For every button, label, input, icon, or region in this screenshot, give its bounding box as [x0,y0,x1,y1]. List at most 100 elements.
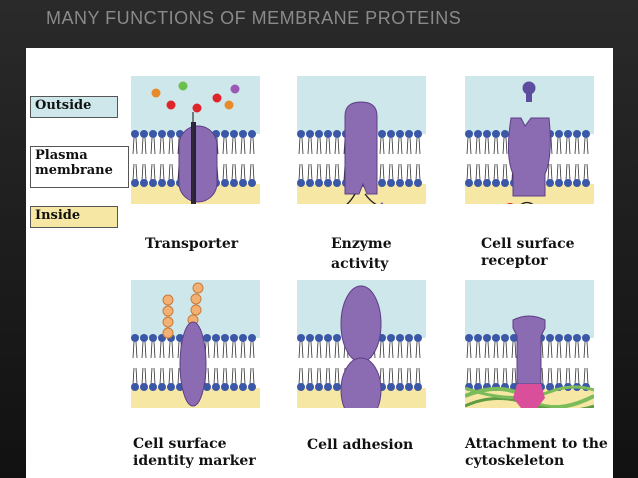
plasma-membrane-key-line1: Plasma [35,148,88,163]
lipid-tail [207,341,210,359]
lipid-tail [418,163,421,181]
lipid-tail [496,163,499,181]
lipid-head [221,383,229,391]
lipid-tail [559,367,562,385]
lipid-tail [153,341,156,359]
lipid-tail [382,163,385,181]
lipid-head [167,383,175,391]
glycoprotein [179,321,207,407]
enzyme-protein [344,101,378,195]
plasma-membrane-key-line2: membrane [35,163,113,178]
lipid-head [474,334,482,342]
lipid-tail [418,367,421,385]
receptor-caption-line1: Cell surface [481,236,575,252]
lipid-tail [409,163,412,181]
lipid-head [315,334,323,342]
lipid-tail [391,341,394,359]
lipid-head [149,179,157,187]
solute-molecule [192,103,202,113]
lipid-tail [144,137,147,155]
lipid-head [555,334,563,342]
lipid-tail [337,163,340,181]
lipid-tail [168,367,171,385]
lipid-head [324,334,332,342]
enzyme-cell [297,76,426,204]
lipid-tail [559,137,562,155]
lipid-tail [150,137,153,155]
lipid-tail [391,163,394,181]
lipid-head [582,130,590,138]
lipid-head [306,130,314,138]
lipid-tail [568,367,571,385]
receptor-cell [465,76,594,204]
lipid-tail [466,137,469,155]
lipid-head [324,383,332,391]
lipid-head [306,179,314,187]
lipid-tail [316,367,319,385]
lipid-tail [144,341,147,359]
lipid-head [465,130,473,138]
lipid-tail [234,163,237,181]
lipid-head [230,130,238,138]
lipid-head [474,179,482,187]
lipid-tail [556,163,559,181]
lipid-tail [153,137,156,155]
lipid-tail [568,137,571,155]
lipid-head [555,179,563,187]
enzyme-caption-line2: activity [331,256,389,272]
lipid-tail [231,163,234,181]
lipid-tail [162,137,165,155]
lipid-head [396,383,404,391]
lipid-tail [559,341,562,359]
lipid-head [158,179,166,187]
lipid-tail [234,137,237,155]
cytoskeleton-caption-line2: cytoskeleton [465,453,565,469]
lipid-head [378,179,386,187]
attachment-protein [513,384,545,408]
lipid-tail [505,137,508,155]
lipid-tail [168,163,171,181]
lipid-tail [574,341,577,359]
lipid-tail [234,341,237,359]
lipid-tail [243,367,246,385]
lipid-tail [379,341,382,359]
lipid-head [405,130,413,138]
cytoskeleton-caption-line1: Attachment to the [465,436,608,452]
anchor-protein [512,315,546,385]
lipid-tail [547,341,550,359]
lipid-tail [496,367,499,385]
lipid-tail [222,341,225,359]
lipid-tail [382,341,385,359]
lipid-tail [240,137,243,155]
lipid-head [465,179,473,187]
lipid-tail [409,137,412,155]
lipid-tail [319,137,322,155]
lipid-tail [406,341,409,359]
signal-molecule [526,93,532,102]
lipid-tail [171,137,174,155]
lipid-tail [505,163,508,181]
lipid-tail [541,341,544,359]
cytoskeleton-diagram [465,280,594,408]
lipid-head [483,179,491,187]
lipid-tail [144,163,147,181]
lipid-head [131,179,139,187]
lipid-tail [171,367,174,385]
lipid-tail [583,367,586,385]
lipid-head [248,334,256,342]
lipid-tail [487,163,490,181]
lipid-head [405,179,413,187]
lipid-head [483,334,491,342]
lipid-tail [574,163,577,181]
lipid-tail [334,367,337,385]
lipid-tail [568,341,571,359]
lipid-tail [159,341,162,359]
transporter-caption: Transporter [145,236,239,252]
lipid-tail [132,163,135,181]
lipid-tail [415,163,418,181]
lipid-tail [388,367,391,385]
lipid-tail [511,367,514,385]
lipid-head [582,179,590,187]
lipid-tail [252,367,255,385]
lipid-tail [337,367,340,385]
